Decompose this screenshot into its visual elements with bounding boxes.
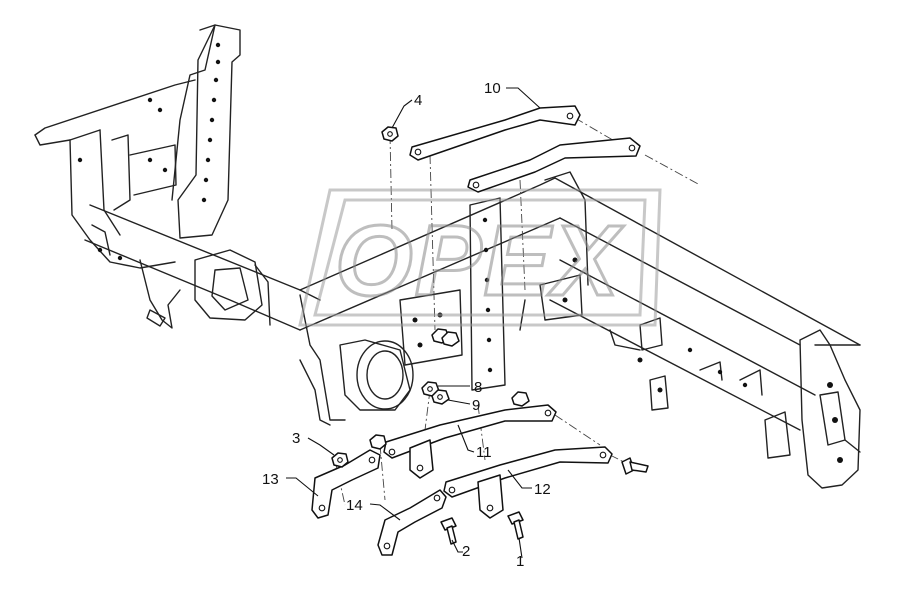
part-14-bracket	[377, 489, 447, 556]
callout-3: 3	[292, 430, 335, 456]
frame-holes	[77, 42, 843, 463]
part-13-bracket	[311, 449, 381, 519]
callout-8-label: 8	[474, 379, 482, 396]
part-10-upper-bracket	[409, 105, 581, 161]
callout-2-label: 2	[462, 543, 470, 560]
callout-9-label: 9	[472, 397, 480, 414]
callout-14: 14	[346, 497, 401, 521]
part-3-nut	[331, 452, 349, 468]
part-4-nut	[381, 126, 399, 142]
part-11-nut	[511, 391, 530, 407]
part-8-9-nuts	[421, 328, 460, 405]
callout-13: 13	[262, 471, 319, 497]
callout-13-label: 13	[262, 471, 279, 488]
callout-9: 9	[447, 397, 480, 414]
callout-8: 8	[438, 379, 482, 396]
callout-14-label: 14	[346, 497, 363, 514]
part-13-nut	[369, 434, 387, 450]
callout-1: 1	[516, 537, 524, 570]
part-11-long-bracket	[383, 404, 557, 479]
part-10-lower-bracket	[467, 137, 641, 193]
callout-11: 11	[457, 424, 492, 461]
callout-10-label: 10	[484, 80, 501, 97]
side-bolt	[621, 457, 649, 475]
callout-11-label: 11	[476, 444, 492, 461]
callout-4: 4	[391, 92, 422, 129]
callout-3-label: 3	[292, 430, 300, 447]
part-1-bolt	[507, 511, 524, 540]
watermark-text: OPEX	[335, 205, 624, 317]
callout-10: 10	[484, 80, 541, 109]
callout-1-label: 1	[516, 553, 524, 570]
part-12-lower-bracket	[443, 446, 613, 519]
callout-2: 2	[451, 539, 470, 560]
watermark-logo: OPEX	[298, 188, 662, 327]
callout-12: 12	[507, 469, 551, 498]
callout-4-label: 4	[414, 92, 422, 109]
callout-12-label: 12	[534, 481, 551, 498]
part-2-bolt	[440, 517, 457, 545]
